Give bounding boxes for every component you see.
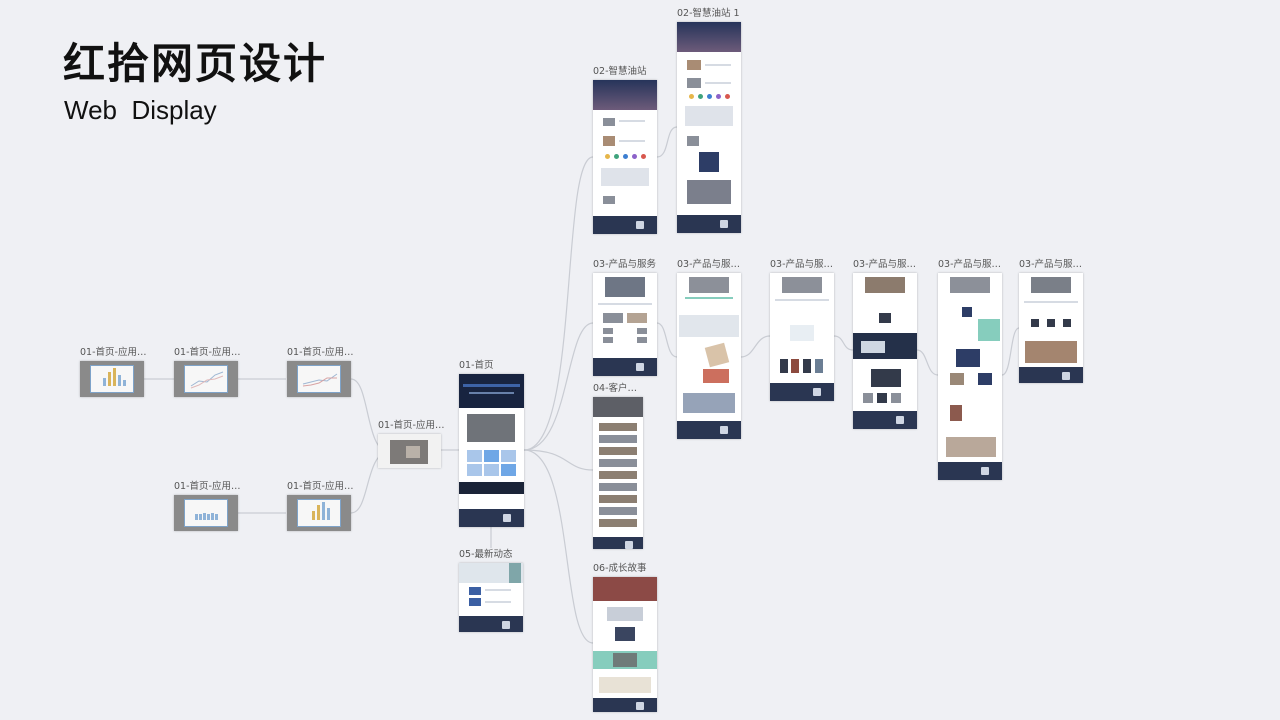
node-prod3-label: 03-产品与服…	[770, 259, 834, 270]
node-prod6-label: 03-产品与服…	[1019, 259, 1083, 270]
node-app5-thumbnail	[287, 495, 351, 531]
node-app5[interactable]: 01-首页-应用…	[287, 481, 353, 531]
connector-prod-prod2	[656, 322, 678, 358]
node-news-label: 05-最新动态	[459, 549, 513, 560]
node-story-label: 06-成长故事	[593, 563, 647, 574]
node-app4[interactable]: 01-首页-应用…	[174, 481, 240, 531]
node-home-label: 01-首页	[459, 360, 494, 371]
node-news-thumbnail	[459, 563, 523, 632]
node-prod3[interactable]: 03-产品与服…	[770, 259, 834, 401]
node-prod[interactable]: 03-产品与服务	[593, 259, 657, 376]
node-app2-label: 01-首页-应用…	[174, 347, 241, 358]
node-app1[interactable]: 01-首页-应用…	[80, 347, 146, 397]
connector-home-gas	[523, 156, 594, 451]
connector-prod5-prod6	[1001, 327, 1020, 376]
node-gas[interactable]: 02-智慧油站	[593, 66, 657, 234]
node-gas1[interactable]: 02-智慧油站 1	[677, 8, 741, 233]
connector-home-story	[523, 449, 594, 644]
node-client-thumbnail	[593, 397, 643, 549]
node-app3-label: 01-首页-应用…	[287, 347, 354, 358]
node-app3[interactable]: 01-首页-应用…	[287, 347, 353, 397]
page-title: 红拾网页设计	[63, 39, 328, 88]
node-app-main-label: 01-首页-应用…	[378, 420, 445, 431]
node-news[interactable]: 05-最新动态	[459, 549, 523, 632]
node-prod6-thumbnail	[1019, 273, 1083, 383]
node-prod5[interactable]: 03-产品与服…	[938, 259, 1002, 480]
node-app3-thumbnail	[287, 361, 351, 397]
node-app1-thumbnail	[80, 361, 144, 397]
node-prod-thumbnail	[593, 273, 657, 376]
node-app2[interactable]: 01-首页-应用…	[174, 347, 240, 397]
connector-prod4-prod5	[916, 349, 939, 376]
node-story-thumbnail	[593, 577, 657, 712]
node-app-main-thumbnail	[378, 434, 441, 468]
node-story[interactable]: 06-成长故事	[593, 563, 657, 712]
node-prod3-thumbnail	[770, 273, 834, 401]
node-prod4[interactable]: 03-产品与服…	[853, 259, 917, 429]
node-app4-thumbnail	[174, 495, 238, 531]
node-home-thumbnail	[459, 374, 524, 527]
node-prod2-label: 03-产品与服…	[677, 259, 741, 270]
node-app-main[interactable]: 01-首页-应用…	[378, 420, 444, 468]
node-prod4-label: 03-产品与服…	[853, 259, 917, 270]
node-app4-label: 01-首页-应用…	[174, 481, 241, 492]
node-client-label: 04-客户…	[593, 383, 638, 394]
connector-prod2-prod3	[740, 335, 771, 358]
node-app2-thumbnail	[174, 361, 238, 397]
node-prod2[interactable]: 03-产品与服…	[677, 259, 741, 439]
node-prod-label: 03-产品与服务	[593, 259, 657, 270]
node-gas1-label: 02-智慧油站 1	[677, 8, 740, 19]
connector-home-prod	[523, 322, 594, 451]
node-gas1-thumbnail	[677, 22, 741, 233]
node-gas-label: 02-智慧油站	[593, 66, 647, 77]
node-prod4-thumbnail	[853, 273, 917, 429]
connector-prod3-prod4	[833, 335, 854, 351]
node-app1-label: 01-首页-应用…	[80, 347, 147, 358]
node-home[interactable]: 01-首页	[459, 360, 524, 527]
node-client[interactable]: 04-客户…	[593, 383, 643, 549]
connector-home-client	[523, 449, 594, 471]
node-prod2-thumbnail	[677, 273, 741, 439]
node-gas-thumbnail	[593, 80, 657, 234]
page-subtitle: Web Display	[64, 95, 217, 125]
connector-gas-gas1	[656, 126, 678, 158]
node-prod5-thumbnail	[938, 273, 1002, 480]
node-app5-label: 01-首页-应用…	[287, 481, 354, 492]
node-prod5-label: 03-产品与服…	[938, 259, 1002, 270]
node-prod6[interactable]: 03-产品与服…	[1019, 259, 1083, 383]
